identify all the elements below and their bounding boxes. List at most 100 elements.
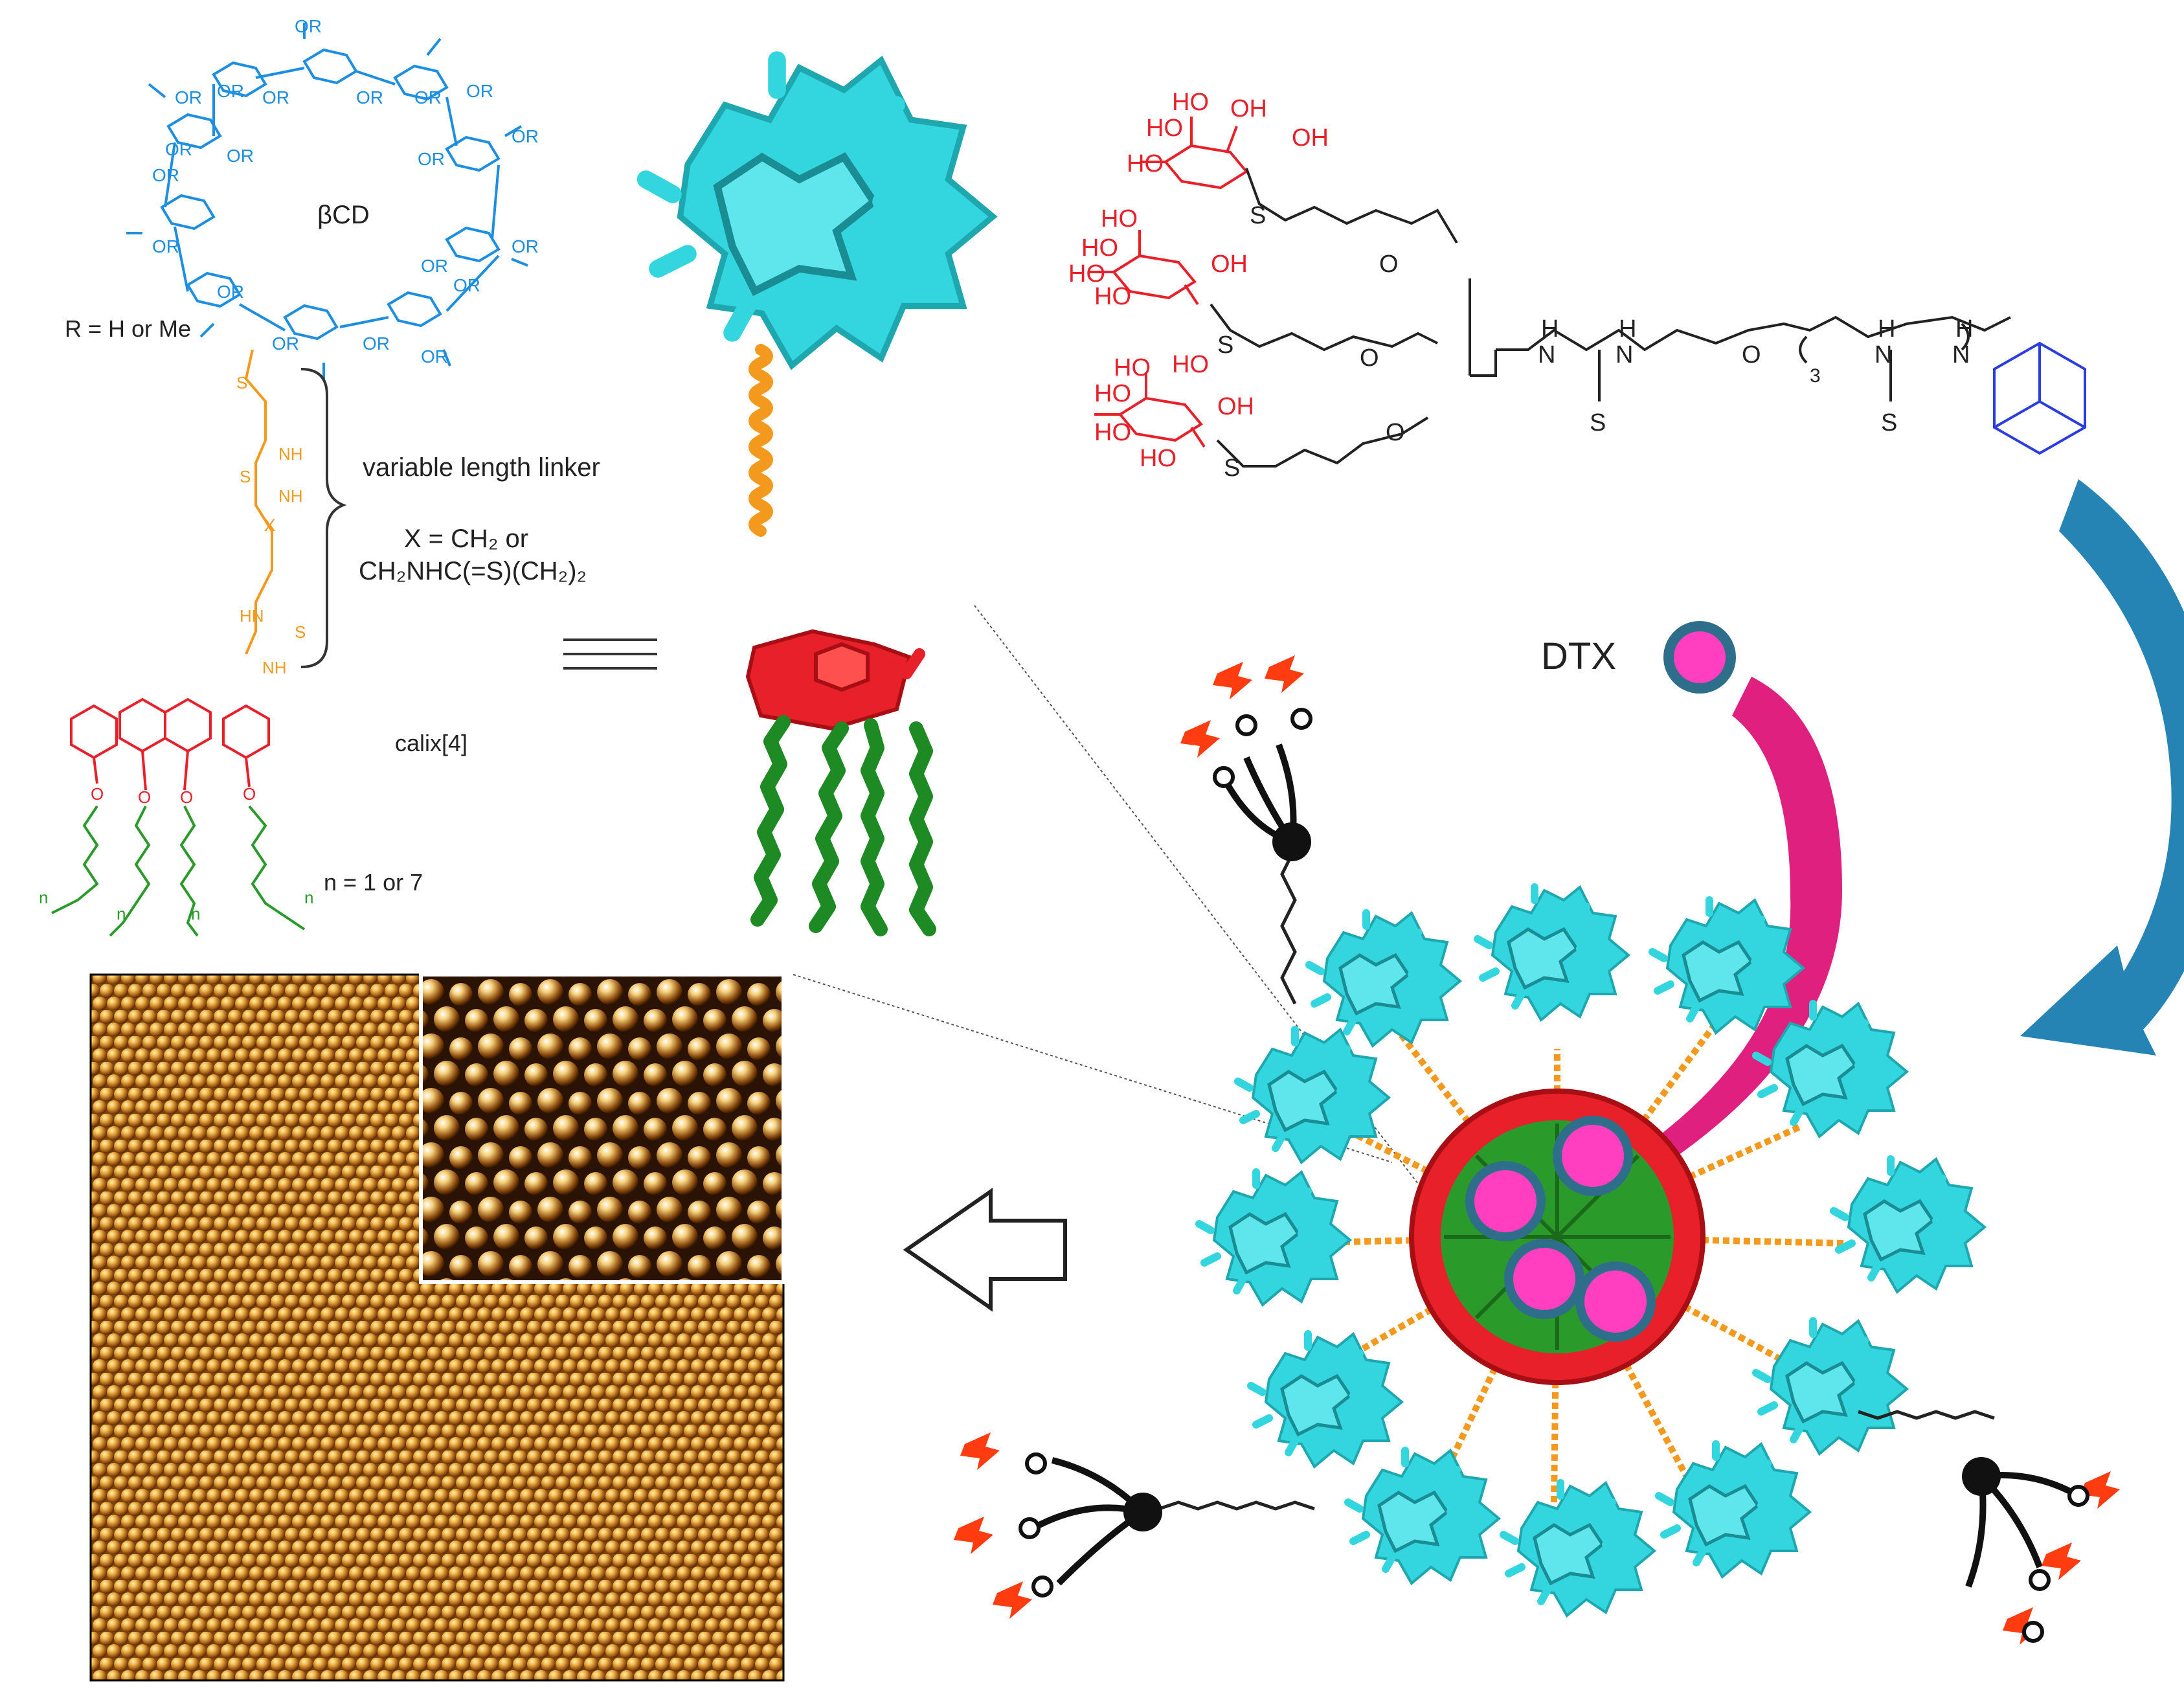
svg-text:OR: OR bbox=[165, 139, 192, 159]
svg-text:N: N bbox=[1874, 341, 1892, 368]
ligand-hydroxyl-labels: HO OH HO HO OH HO HO HO HO OH HO HO HO H… bbox=[1068, 89, 1329, 472]
svg-text:OR: OR bbox=[175, 87, 202, 107]
ligand-bottom-right bbox=[1858, 1410, 2120, 1645]
svg-text:n: n bbox=[117, 904, 126, 923]
linker-brace bbox=[300, 368, 347, 668]
svg-text:N: N bbox=[1538, 341, 1555, 368]
svg-text:O: O bbox=[1360, 344, 1379, 372]
svg-text:HO: HO bbox=[1172, 89, 1209, 116]
n-definition: n = 1 or 7 bbox=[324, 869, 423, 896]
svg-text:OR: OR bbox=[466, 81, 493, 101]
calix-oxygen-labels: O O O O bbox=[91, 784, 256, 807]
svg-text:OR: OR bbox=[418, 149, 445, 169]
svg-text:OH: OH bbox=[1217, 393, 1254, 420]
svg-text:NH: NH bbox=[278, 486, 303, 506]
svg-text:S: S bbox=[1881, 409, 1897, 436]
svg-text:OR: OR bbox=[227, 146, 254, 166]
svg-text:O: O bbox=[91, 784, 104, 804]
svg-text:OH: OH bbox=[1211, 251, 1248, 278]
linker-structure bbox=[244, 349, 273, 655]
svg-text:HO: HO bbox=[1068, 260, 1105, 288]
svg-text:O: O bbox=[180, 787, 193, 807]
nanoparticle-assembly bbox=[954, 655, 2120, 1645]
svg-text:OR: OR bbox=[356, 87, 383, 107]
drug-label: DTX bbox=[1541, 635, 1616, 677]
svg-text:S: S bbox=[1224, 455, 1240, 482]
svg-text:H: H bbox=[1619, 315, 1636, 343]
svg-text:OH: OH bbox=[1292, 124, 1329, 152]
svg-text:OR: OR bbox=[217, 81, 244, 101]
svg-text:HO: HO bbox=[1114, 354, 1151, 381]
left-arrow-outline-icon bbox=[903, 1188, 1067, 1312]
svg-text:O: O bbox=[1742, 341, 1761, 368]
blue-arrow-icon bbox=[2020, 479, 2184, 1056]
svg-text:OR: OR bbox=[217, 282, 244, 302]
calixarene-structure bbox=[70, 697, 270, 791]
svg-text:S: S bbox=[1590, 409, 1606, 436]
svg-text:S: S bbox=[236, 373, 247, 392]
svg-text:O: O bbox=[1379, 251, 1399, 278]
svg-text:H: H bbox=[1878, 315, 1895, 343]
svg-text:N: N bbox=[1952, 341, 1970, 368]
svg-text:S: S bbox=[240, 467, 251, 486]
svg-text:OR: OR bbox=[152, 236, 179, 256]
x-definition-line2: CH₂NHC(=S)(CH₂)₂ bbox=[358, 557, 587, 585]
svg-text:S: S bbox=[1250, 202, 1266, 229]
beta-cyclodextrin-structure bbox=[126, 23, 528, 379]
svg-text:HO: HO bbox=[1140, 445, 1176, 472]
svg-text:HO: HO bbox=[1081, 234, 1118, 262]
svg-text:OR: OR bbox=[512, 126, 539, 146]
afm-inset bbox=[421, 975, 783, 1282]
n-subscripts: n n n n bbox=[39, 888, 313, 923]
svg-text:HO: HO bbox=[1094, 283, 1131, 310]
alkyl-chains bbox=[51, 805, 306, 937]
svg-text:N: N bbox=[1615, 341, 1633, 368]
svg-text:OR: OR bbox=[152, 165, 179, 185]
svg-text:n: n bbox=[304, 888, 313, 907]
svg-text:O: O bbox=[138, 787, 151, 807]
svg-text:HO: HO bbox=[1127, 150, 1164, 177]
svg-text:O: O bbox=[1386, 419, 1405, 446]
svg-text:H: H bbox=[1541, 315, 1559, 343]
svg-text:OR: OR bbox=[262, 87, 289, 107]
triple-bar-icon bbox=[563, 638, 657, 670]
x-definition-line1: X = CH₂ or bbox=[403, 525, 529, 553]
svg-text:OR: OR bbox=[363, 333, 390, 354]
afm-image bbox=[89, 973, 785, 1682]
linker-title: variable length linker bbox=[363, 453, 600, 482]
pink-arrow-icon bbox=[1492, 677, 1842, 1230]
svg-text:S: S bbox=[1217, 332, 1233, 359]
svg-text:NH: NH bbox=[278, 444, 303, 464]
svg-text:S: S bbox=[295, 622, 306, 642]
svg-text:OH: OH bbox=[1230, 95, 1267, 122]
svg-text:HO: HO bbox=[1094, 419, 1131, 446]
calix-label: calix[4] bbox=[395, 730, 467, 756]
svg-text:3: 3 bbox=[1810, 365, 1821, 387]
svg-text:HO: HO bbox=[1101, 205, 1138, 232]
drug-circle-icon bbox=[1663, 621, 1736, 694]
svg-text:OR: OR bbox=[295, 16, 322, 36]
svg-text:NH: NH bbox=[262, 658, 287, 677]
bcd-label: βCD bbox=[317, 201, 370, 229]
linker-spring bbox=[749, 344, 773, 537]
chains-3d bbox=[750, 715, 936, 936]
svg-text:OR: OR bbox=[272, 333, 299, 354]
linker-atom-labels: S NH S NH X HN S NH bbox=[236, 373, 306, 677]
svg-text:HO: HO bbox=[1172, 351, 1209, 378]
galactose-ligand-structure bbox=[1088, 117, 2086, 468]
ligand-bottom-left bbox=[954, 1432, 1315, 1619]
ligand-backbone-labels: S O S O S O H N H N S O 3 H N H N S bbox=[1217, 202, 1973, 482]
svg-text:HO: HO bbox=[1146, 115, 1183, 142]
svg-text:H: H bbox=[1955, 315, 1973, 343]
svg-text:OR: OR bbox=[421, 256, 448, 276]
ligand-top-left bbox=[1180, 655, 1312, 1005]
r-definition: R = H or Me bbox=[65, 315, 191, 342]
svg-text:X: X bbox=[264, 515, 275, 535]
svg-text:OR: OR bbox=[453, 275, 480, 295]
svg-text:n: n bbox=[191, 904, 200, 923]
svg-text:OR: OR bbox=[414, 87, 442, 107]
amphiphile-3d-model bbox=[646, 60, 993, 936]
encapsulated-drug bbox=[1465, 1116, 1656, 1342]
svg-text:O: O bbox=[243, 784, 256, 804]
